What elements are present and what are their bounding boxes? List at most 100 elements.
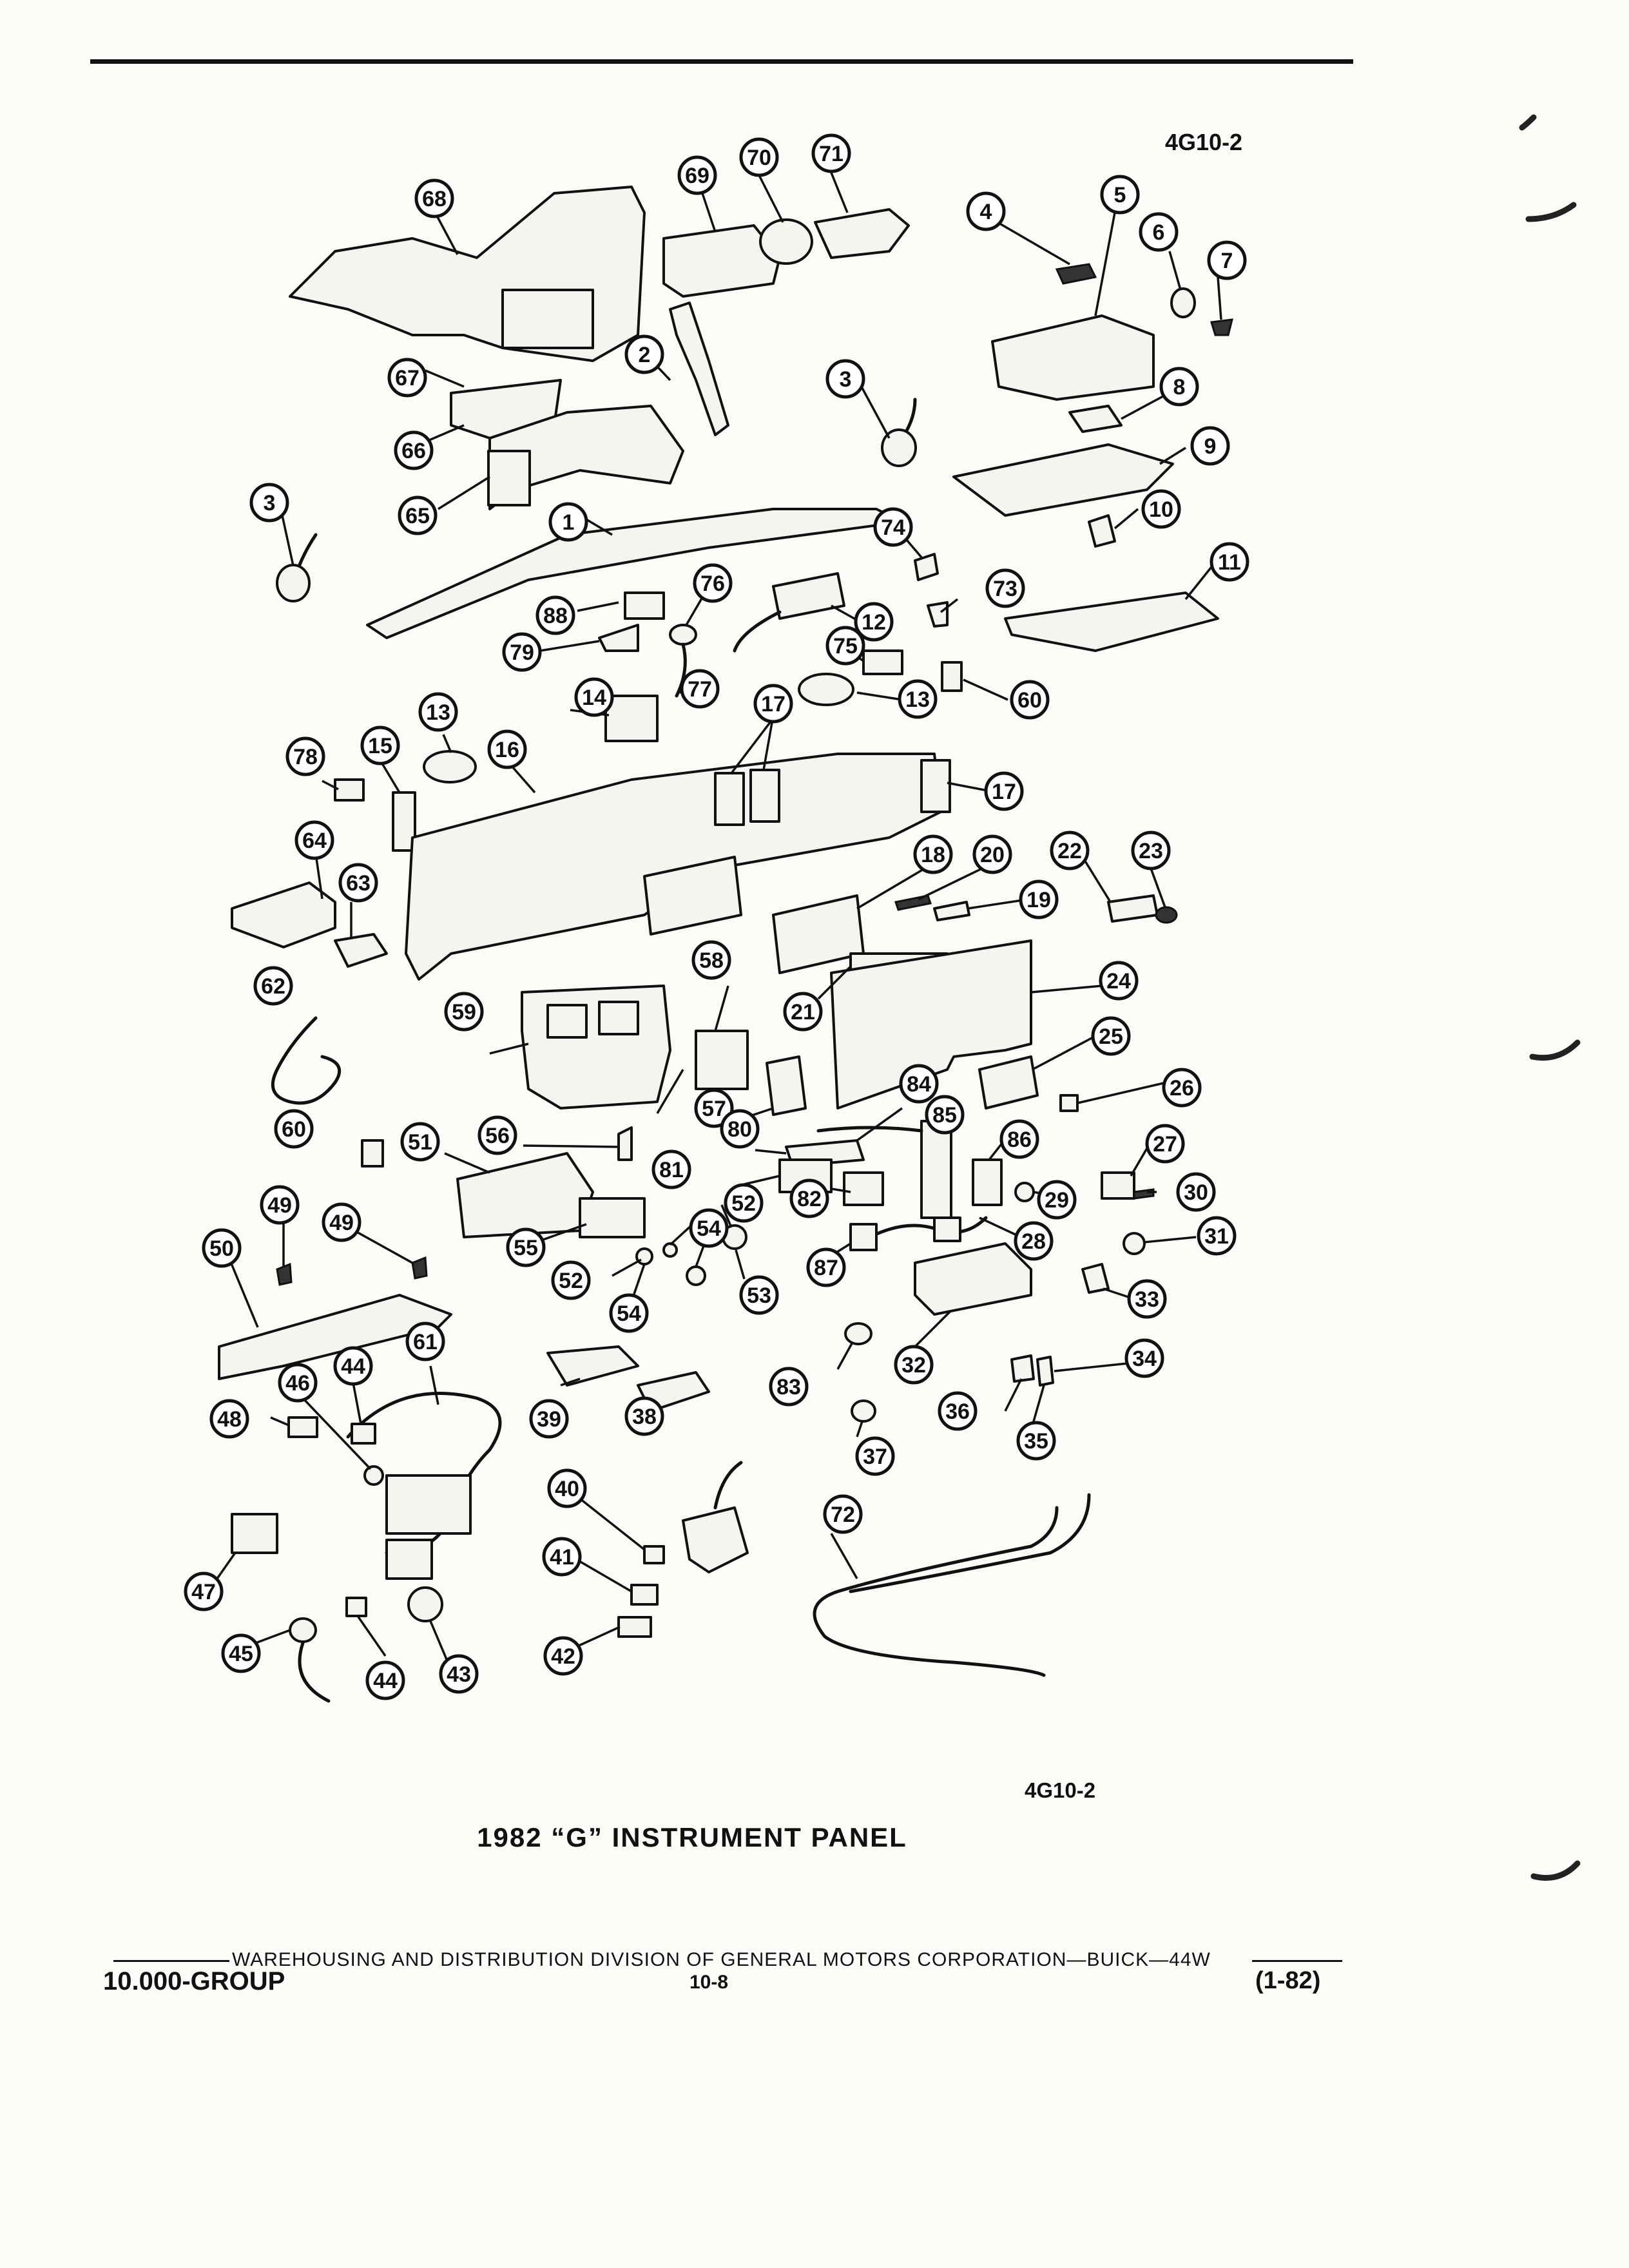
duct-opening-part (598, 1001, 639, 1035)
callout-circle (398, 495, 438, 535)
callout-50: 50 (202, 1228, 242, 1268)
lamp-socket-part (1123, 1232, 1146, 1255)
top-rule (90, 59, 1353, 64)
footer-rule-left (113, 1959, 229, 1962)
callout-73: 73 (985, 568, 1025, 608)
callout-circle (260, 1185, 300, 1225)
switch-plate-part (920, 1120, 952, 1219)
clip-part (941, 661, 963, 692)
callout-number: 54 (697, 1216, 721, 1241)
callout-number: 45 (229, 1642, 253, 1666)
callout-number: 41 (550, 1545, 574, 1570)
instrument-bezel-part (830, 939, 1032, 1110)
callout-79: 79 (502, 632, 542, 672)
callout-69: 69 (677, 155, 717, 195)
callout-76: 76 (693, 563, 733, 603)
speaker-part (798, 673, 854, 706)
callout-57: 57 (694, 1088, 734, 1128)
callout-circle (548, 502, 588, 542)
callout-13: 13 (418, 692, 458, 732)
callout-7: 7 (1207, 240, 1247, 280)
callout-circle (873, 507, 913, 547)
duct-outlet-part (501, 289, 594, 349)
callout-number: 3 (840, 367, 852, 392)
callout-number: 77 (688, 677, 712, 702)
light-bulb-part (894, 894, 932, 911)
callout-26: 26 (1162, 1068, 1202, 1108)
callout-number: 5 (1114, 183, 1126, 207)
callout-83: 83 (769, 1367, 809, 1407)
lens-part (972, 1158, 1003, 1206)
callout-number: 71 (819, 142, 843, 166)
callout-number: 54 (617, 1302, 641, 1326)
callout-circle (414, 178, 454, 218)
callout-circle (202, 1228, 242, 1268)
callout-number: 59 (452, 1000, 476, 1024)
callout-circle (535, 595, 575, 635)
callout-circle (783, 992, 823, 1032)
callout-circle (739, 137, 779, 177)
callout-number: 9 (1204, 434, 1217, 459)
callout-circle (1016, 1421, 1056, 1461)
switch-part (1101, 1171, 1135, 1200)
callout-number: 51 (408, 1130, 432, 1155)
callout-number: 68 (422, 187, 447, 211)
callout-circle (806, 1247, 846, 1287)
callout-circle (418, 692, 458, 732)
callout-86: 86 (999, 1119, 1039, 1159)
callout-number: 46 (285, 1371, 310, 1396)
callout-circle (405, 1321, 445, 1361)
callout-number: 11 (1218, 550, 1241, 575)
footer-rule-right (1251, 1959, 1342, 1962)
callout-35: 35 (1016, 1421, 1056, 1461)
callout-number: 67 (395, 366, 419, 390)
callout-circle (854, 602, 894, 642)
callout-number: 88 (543, 604, 568, 628)
callout-number: 24 (1106, 969, 1131, 994)
callout-3: 3 (249, 483, 289, 523)
callout-number: 25 (1099, 1024, 1123, 1049)
fuse-block-part (385, 1474, 472, 1535)
callout-circle (753, 684, 793, 724)
connector-part (862, 649, 903, 675)
callout-circle (1050, 831, 1090, 870)
module-wire (733, 610, 782, 653)
trim-plate-part (978, 1055, 1039, 1110)
callout-number: 17 (992, 780, 1016, 804)
callout-number: 7 (1221, 249, 1233, 273)
callout-circle (502, 632, 542, 672)
vent-ring-part (759, 218, 813, 265)
callout-number: 85 (932, 1103, 957, 1128)
callout-circle (972, 834, 1012, 874)
cover-plate-part (231, 881, 336, 948)
callout-number: 32 (901, 1353, 926, 1378)
callout-circle (1197, 1216, 1237, 1256)
callout-number: 65 (405, 504, 430, 528)
callout-number: 28 (1021, 1229, 1046, 1254)
control-cable-part (849, 1493, 1091, 1593)
connector-part (914, 553, 939, 581)
lamp-part (1088, 514, 1116, 548)
callout-87: 87 (806, 1247, 846, 1287)
knob-part (662, 1242, 678, 1258)
callout-58: 58 (691, 940, 731, 980)
callout-number: 52 (559, 1269, 583, 1293)
callout-2: 2 (624, 334, 664, 374)
callout-number: 26 (1170, 1076, 1194, 1100)
callout-circle (1124, 1338, 1164, 1378)
footer-distribution: WAREHOUSING AND DISTRIBUTION DIVISION OF… (232, 1949, 1211, 1970)
callout-number: 30 (1184, 1180, 1208, 1205)
callout-23: 23 (1131, 831, 1171, 870)
callout-number: 79 (510, 640, 534, 665)
outlet-part (695, 1030, 749, 1090)
bumper-part (1170, 287, 1196, 318)
callout-circle (278, 1363, 318, 1403)
callout-circle (999, 1119, 1039, 1159)
callout-66: 66 (394, 430, 434, 470)
callout-number: 20 (980, 843, 1005, 867)
margin-mark (1519, 114, 1537, 131)
knob-part (643, 1545, 665, 1564)
callout-number: 27 (1153, 1132, 1177, 1157)
callout-24: 24 (1099, 961, 1139, 1001)
callout-circle (724, 1183, 764, 1223)
